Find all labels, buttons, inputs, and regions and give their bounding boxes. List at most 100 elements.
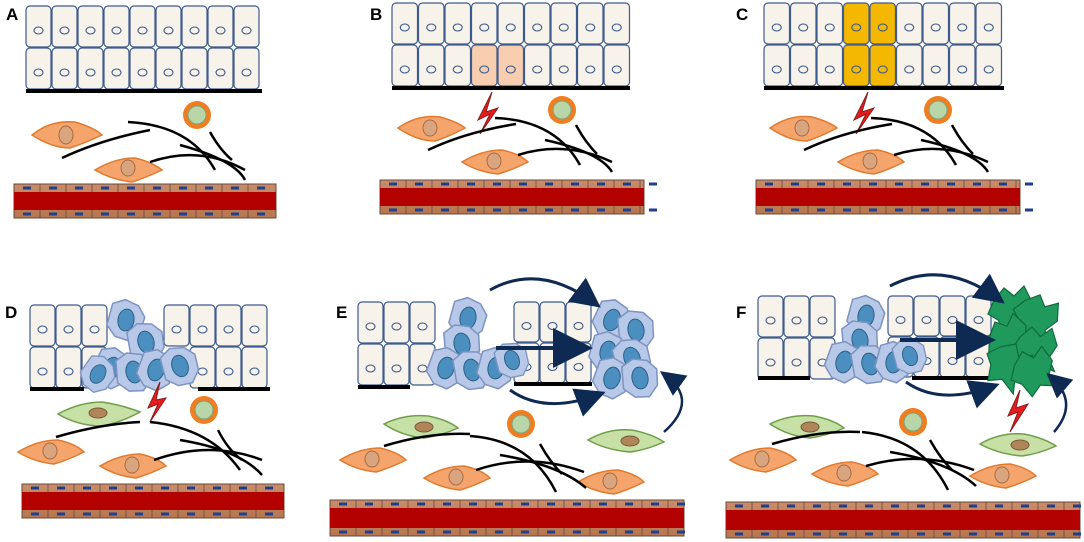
epithelial-cell [383,343,410,386]
epithelial-cell [965,336,992,378]
mesenchymal-cell [891,338,928,375]
epithelial-cell [965,295,992,337]
collagen-fibers [803,116,990,173]
injury-bolt-icon [476,91,500,135]
epithelial-cell [357,301,384,344]
epithelial-cell [163,304,190,347]
epithelial-cell [129,5,156,48]
immune-cell [507,410,535,438]
epithelial-cell [550,2,578,45]
migration-arrow [1046,372,1074,433]
epithelial-cell [603,2,631,45]
panel-a: A [6,5,277,219]
collagen-fibers [61,120,247,181]
fibroblast [810,461,880,487]
fibroblast [422,465,492,491]
epithelial-cell [922,44,950,87]
activated-fibroblast [56,401,142,427]
epithelial-cell [887,295,914,337]
blood-vessel [21,483,285,519]
blood-vessel [755,179,1033,215]
epithelial-cell [939,295,966,337]
epithelial-cell [417,2,445,45]
fibroblast [338,447,408,473]
activated-fibroblast [586,428,666,453]
mesenchymal-cell [493,342,530,379]
panel-b: B [370,2,657,215]
epithelial-cell [129,47,156,90]
mesenchymal-cell-cluster [79,298,200,394]
fibroblast [728,447,798,473]
fibroblast [968,463,1038,489]
epithelial-cell [215,346,242,389]
epithelial-cell [895,44,923,87]
mesenchymal-cell [159,346,200,387]
epithelial-cell [155,5,182,48]
migration-arrow [905,380,1000,409]
migration-arrow [889,273,1005,304]
fibroblast [768,115,839,142]
epithelial-cell [939,336,966,378]
fibroblast [30,121,104,149]
immune-cell [924,96,952,124]
epithelial-cell [207,5,234,48]
epithelial-cell [25,47,52,90]
immune-cell [190,396,218,424]
panel-label-b: B [370,5,382,24]
epithelial-cell [233,47,260,90]
epithelial-cell [391,2,419,45]
mesenchymal-cell [79,355,116,394]
panel-c: C [736,2,1033,215]
panel-label-f: F [736,303,746,322]
epithelial-layer [357,301,592,386]
epithelial-cell [789,44,817,87]
epithelial-cell [816,2,844,45]
epithelial-cell [77,5,104,48]
epithelial-cell [29,304,56,347]
epithelial-cell [565,301,592,343]
epithelial-cell [444,2,472,45]
blood-vessel [329,499,685,537]
epithelial-cell [103,5,130,48]
epithelial-cell [783,337,810,380]
epithelial-cell [497,44,525,87]
epithelial-cell [783,295,810,338]
epithelial-cell [550,44,578,87]
epithelial-cell [409,301,436,344]
epithelial-cell [869,2,897,45]
epithelial-cell [789,2,817,45]
collagen-fibers [427,116,614,173]
panel-d: D [5,298,285,519]
epithelial-cell [51,5,78,48]
epithelial-cell [357,343,384,386]
epithelial-cell [51,47,78,90]
epithelial-cell [948,44,976,87]
epithelial-cell [816,44,844,87]
epithelial-cell [77,47,104,90]
epithelial-cell [576,44,604,87]
epithelial-cell [757,337,784,380]
epithelial-cell [842,44,870,87]
epithelial-cell [869,44,897,87]
fibroblast [836,149,906,175]
epithelial-cell [523,44,551,87]
panel-e: E [329,277,688,537]
epithelial-cell [895,2,923,45]
fibroblast [396,115,467,142]
epithelial-cell [922,2,950,45]
fibroblast [576,469,646,495]
immune-cell [548,96,576,124]
epithelial-cell [539,301,566,343]
epithelial-cell [763,2,791,45]
epithelial-cell [842,2,870,45]
epithelial-cell [603,44,631,87]
epithelial-cell [913,295,940,337]
epithelial-cell [25,5,52,48]
epithelial-cell [763,44,791,87]
migration-arrow [489,277,601,308]
epithelial-layer [391,2,631,87]
epithelial-cell [241,304,268,347]
migration-arrow [659,371,688,433]
epithelial-cell [29,346,56,389]
